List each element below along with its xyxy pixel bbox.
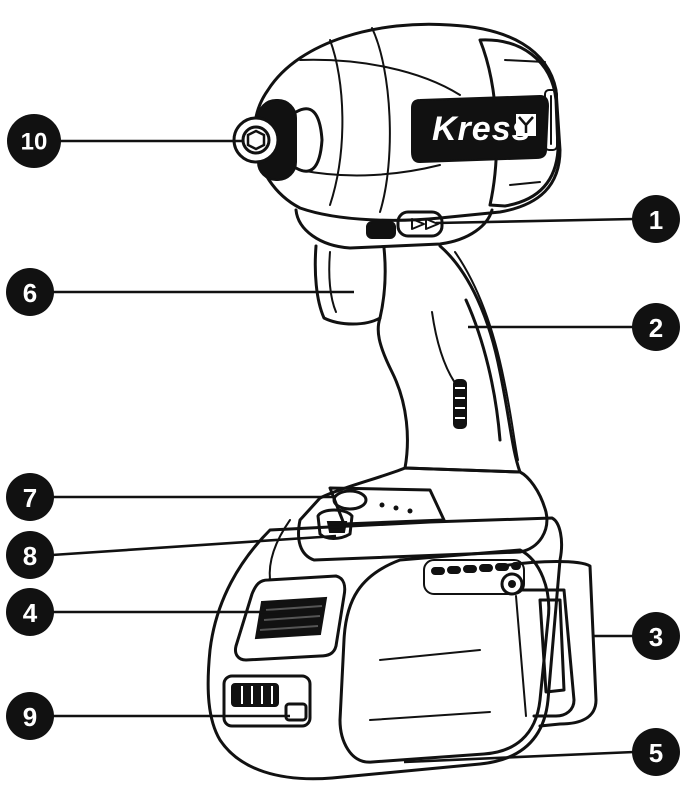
leader-8 — [51, 534, 337, 557]
grip-slots — [453, 379, 467, 429]
callout-5: 5 — [632, 728, 680, 776]
callout-1-label: 1 — [649, 205, 663, 235]
callouts: 1 2 3 4 5 6 7 8 — [6, 114, 680, 776]
callout-10-label: 10 — [21, 129, 48, 156]
callout-2-label: 2 — [649, 313, 663, 343]
callout-1: 1 — [632, 195, 680, 243]
battery-charge-indicator — [222, 674, 312, 728]
brand-logo-plate: Kress — [411, 94, 550, 164]
trigger — [313, 244, 387, 326]
callout-8-label: 8 — [23, 541, 37, 571]
callout-6-label: 6 — [23, 278, 37, 308]
callout-8: 8 — [6, 531, 54, 579]
belt-clip — [500, 560, 598, 728]
leader-1 — [435, 217, 635, 225]
bit-holder-chuck — [232, 99, 324, 181]
callout-5-label: 5 — [649, 738, 663, 768]
impact-driver-illustration: Kress — [206, 22, 598, 781]
callout-10: 10 — [7, 114, 61, 168]
callout-9: 9 — [6, 692, 54, 740]
handle — [376, 244, 522, 474]
callout-3-label: 3 — [649, 622, 663, 652]
brand-logo-text: Kress — [432, 110, 532, 148]
battery-pack — [206, 516, 564, 781]
callout-4: 4 — [6, 588, 54, 636]
callout-4-label: 4 — [23, 598, 38, 628]
callout-2: 2 — [632, 303, 680, 351]
tool-base — [297, 466, 549, 562]
callout-9-label: 9 — [23, 702, 37, 732]
callout-6: 6 — [6, 268, 54, 316]
leader-lines — [51, 139, 635, 764]
callout-3: 3 — [632, 612, 680, 660]
callout-7: 7 — [6, 473, 54, 521]
callout-7-label: 7 — [23, 483, 37, 513]
battery-release-button — [234, 574, 347, 662]
leader-5 — [403, 750, 635, 764]
